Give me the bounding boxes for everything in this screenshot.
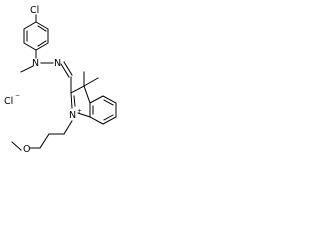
ch2-o-bond [39, 133, 50, 149]
c2-n1-double-bond [73, 95, 76, 107]
c2-c3-bond [70, 85, 85, 94]
hydrazine-n2-label: N [54, 58, 61, 69]
hydrazine-n1-label: N [32, 58, 39, 69]
c3-c3a-bond [83, 85, 91, 104]
o-methyl-bond [11, 141, 22, 151]
ether-o-label: O [23, 144, 30, 155]
chlorophenyl-double-bond-1 [37, 25, 47, 32]
n-ch-double-bond-a [60, 63, 70, 78]
n-ch2-bond [63, 120, 73, 135]
chlorophenyl-ring [23, 21, 49, 51]
benzo-double-bond-2 [103, 99, 114, 106]
benzo-double-bond-3 [103, 114, 114, 121]
chloro-label: Cl [30, 5, 39, 16]
chloride-label: Cl [4, 96, 13, 107]
indolium-charge: + [77, 108, 82, 115]
c2-n1-bond [70, 92, 73, 109]
indolium-n-label: N [69, 110, 76, 121]
benzo-ring [89, 95, 117, 125]
structure-diagram: Cl N N Cl − N + O [4, 5, 117, 155]
n1-c7a-bond [77, 112, 91, 118]
n-ch-double-bond-b [63, 61, 73, 76]
n-methyl-bond [20, 65, 34, 73]
chlorophenyl-double-bond-3 [37, 40, 47, 47]
chloride-charge: − [15, 92, 20, 99]
c3-methyl-2-bond [83, 77, 99, 87]
